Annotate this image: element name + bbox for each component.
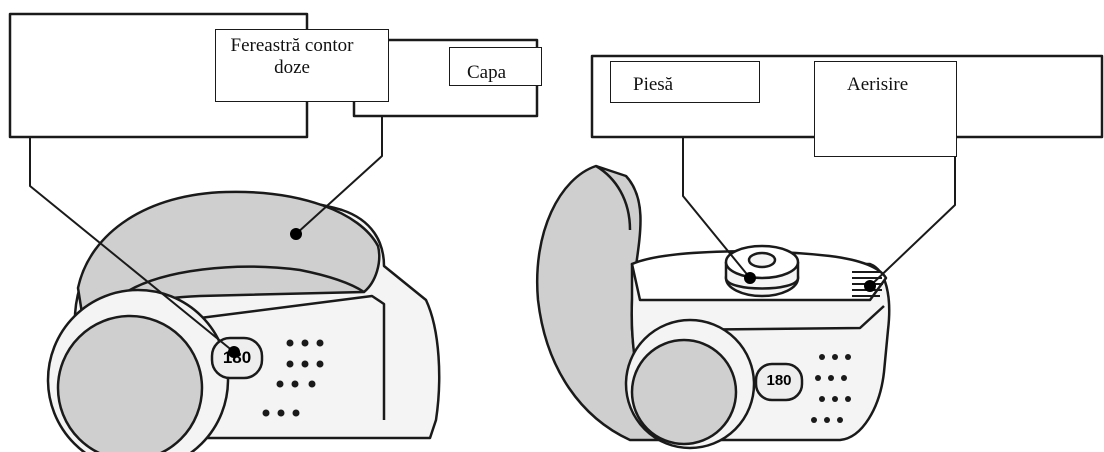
label-vent: Aerisire [814,61,957,157]
label-mouthpiece: Piesă [610,61,760,103]
label-dose-counter-window: Fereastră contor doze [215,29,389,102]
body-front-ridge [659,305,885,332]
open-cap-flap-edge [595,164,632,231]
closed-inhaler [8,12,539,452]
pointer-dot-mouthpiece [744,272,756,284]
mouthpiece-hole [747,251,777,269]
open-inhaler [535,54,1104,450]
vent-dots-open [811,354,851,423]
pointer-dot-cap [290,228,302,240]
label-mouthpiece-text: Piesă [633,74,674,95]
leader-line-vent [869,157,956,287]
cap-inner-edge [119,265,365,298]
body-rim [199,294,386,420]
dose-counter-readout-open: 180 [766,372,792,389]
label-dose-counter-window-text: Fereastră contor doze [230,35,354,78]
vent-dots-closed [262,339,324,417]
label-vent-text: Aerisire [847,74,909,95]
leader-line-mouthpiece [682,137,751,279]
label-cap-text: Capa [467,62,507,83]
dose-window-closed [210,336,264,380]
pointer-dot-vent [864,280,876,292]
label-cap: Capa [449,47,542,86]
side-disc-closed-inner [56,314,204,452]
pointer-dot-window [228,346,240,358]
leader-line-cap [295,116,383,235]
side-disc-open-inner [630,338,738,446]
dose-window-open [754,362,804,402]
dose-counter-readout-closed: 180 [222,348,252,367]
leader-line-dose-window [29,137,235,353]
